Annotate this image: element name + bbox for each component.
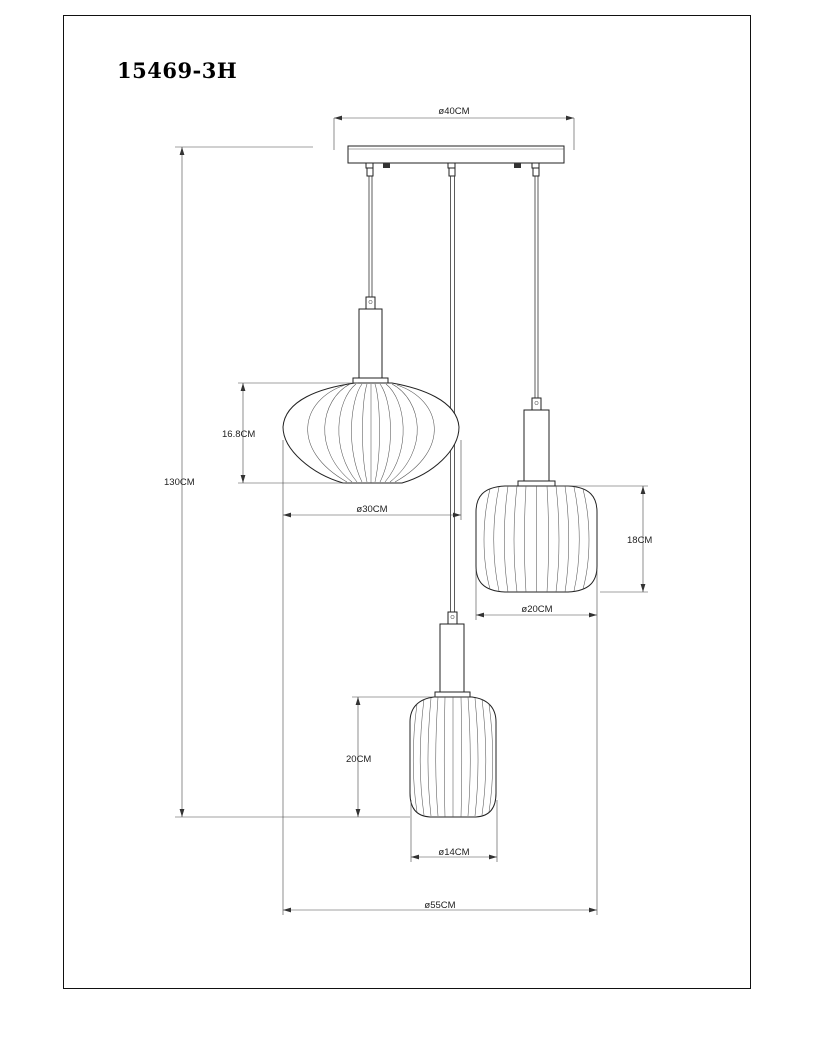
pendant-lamp-capsule: [409, 611, 497, 818]
capsule-diameter-dimension: ø14CM: [410, 800, 498, 862]
suspension-cords: [366, 167, 540, 612]
globe-height-dimension: 16.8CM: [222, 382, 358, 484]
capsule-height-dimension: 20CM: [346, 696, 436, 817]
capsule-diameter-label: ø14CM: [438, 847, 469, 858]
barrel-diameter-dimension: ø20CM: [475, 570, 598, 620]
globe-height-label: 16.8CM: [222, 429, 255, 440]
drawing-frame: [63, 15, 751, 989]
canopy-diameter-dimension: ø40CM: [333, 106, 575, 150]
pendant-lamp-barrel: [475, 397, 598, 593]
barrel-height-dimension: 18CM: [556, 485, 652, 593]
overall-diameter-label: ø55CM: [424, 900, 455, 911]
capsule-height-label: 20CM: [346, 754, 371, 765]
pendant-lamp-globe: [282, 296, 460, 484]
globe-diameter-label: ø30CM: [356, 504, 387, 515]
ceiling-canopy: [347, 145, 565, 169]
overall-diameter-dimension: ø55CM: [282, 520, 598, 915]
globe-diameter-dimension: ø30CM: [282, 440, 462, 520]
canopy-diameter-label: ø40CM: [438, 106, 469, 117]
total-height-label: 130CM: [164, 477, 195, 488]
barrel-diameter-label: ø20CM: [521, 604, 552, 615]
total-height-dimension: 130CM: [164, 146, 410, 818]
barrel-height-label: 18CM: [627, 535, 652, 546]
model-number: 15469-3H: [117, 58, 238, 83]
